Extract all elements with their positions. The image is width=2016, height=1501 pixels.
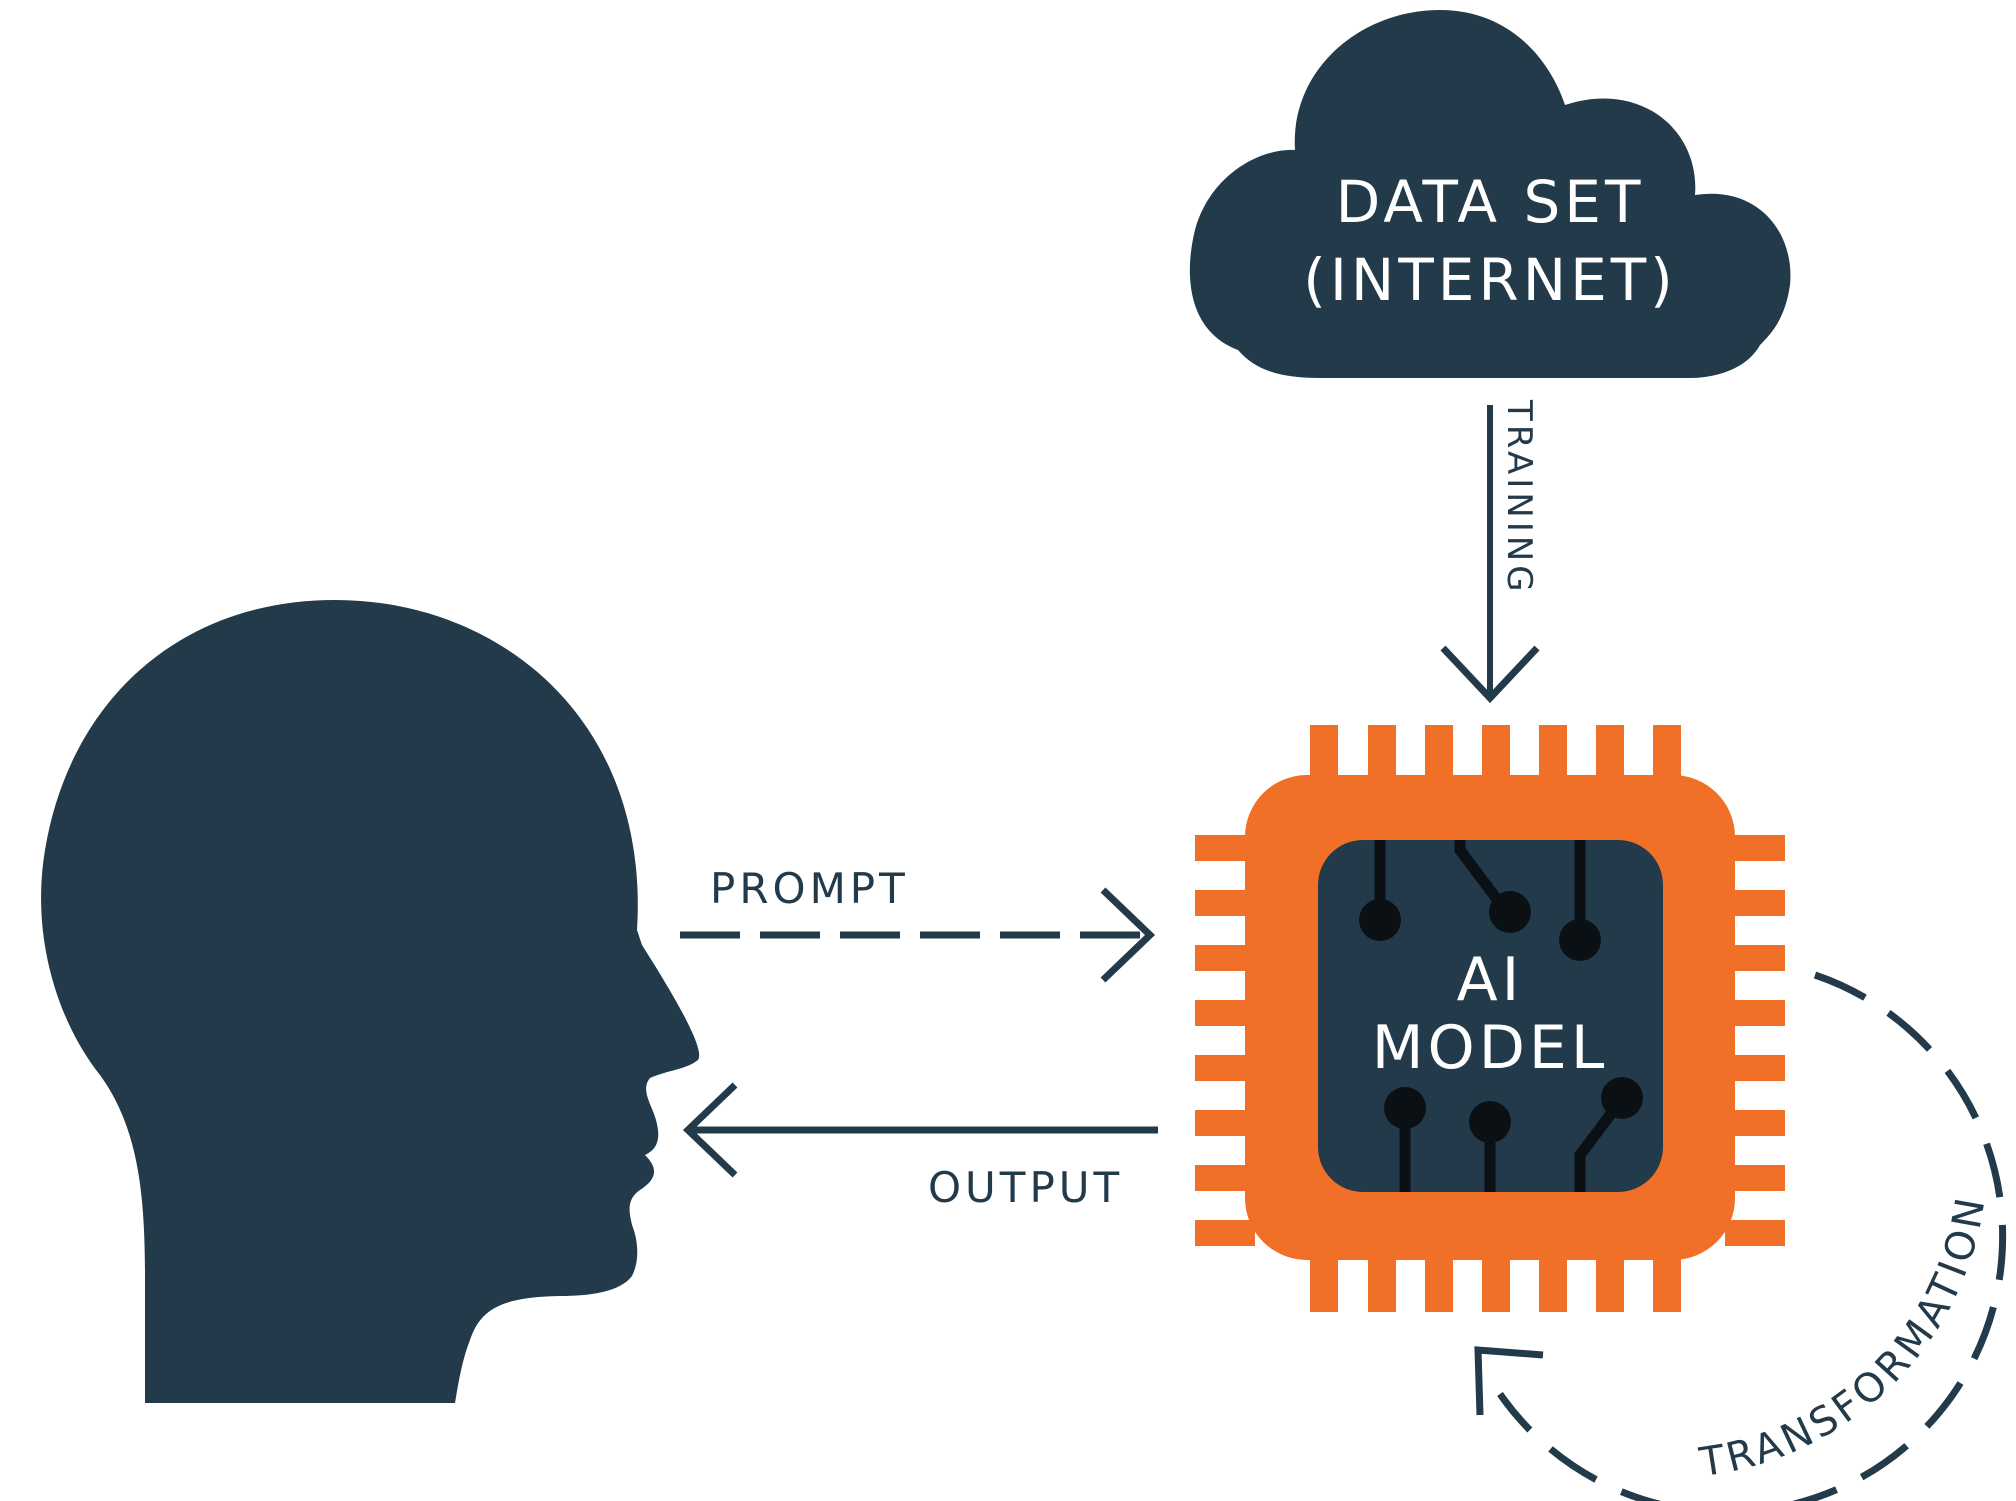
chip-pin — [1310, 1250, 1338, 1312]
chip-pin — [1195, 1220, 1255, 1246]
chip-pin — [1368, 1250, 1396, 1312]
data-set-cloud: DATA SET (INTERNET) — [1189, 10, 1791, 378]
ai-model-chip: AI MODEL — [1195, 725, 1785, 1312]
chip-pin — [1653, 1250, 1681, 1312]
circuit-nodes — [1359, 891, 1643, 1143]
circuit-traces — [1374, 840, 1625, 1192]
training-arrow: TRAINING — [1440, 399, 1540, 704]
output-arrow: OUTPUT — [682, 1082, 1158, 1212]
output-label: OUTPUT — [928, 1163, 1123, 1212]
cloud-icon — [1189, 10, 1791, 378]
chip-label-line1: AI — [1457, 945, 1524, 1015]
chip-pin — [1482, 1250, 1510, 1312]
training-label: TRAINING — [1499, 399, 1539, 596]
human-head-icon — [41, 600, 700, 1403]
cloud-label-line1: DATA SET — [1336, 168, 1645, 236]
chip-label-line2: MODEL — [1372, 1013, 1609, 1083]
chip-pin — [1725, 1220, 1785, 1246]
prompt-arrow: PROMPT — [680, 864, 1156, 983]
prompt-label: PROMPT — [710, 864, 909, 913]
chip-pin — [1425, 1250, 1453, 1312]
cloud-label-line2: (INTERNET) — [1303, 246, 1677, 314]
chip-pin — [1539, 1250, 1567, 1312]
chip-pin — [1596, 1250, 1624, 1312]
